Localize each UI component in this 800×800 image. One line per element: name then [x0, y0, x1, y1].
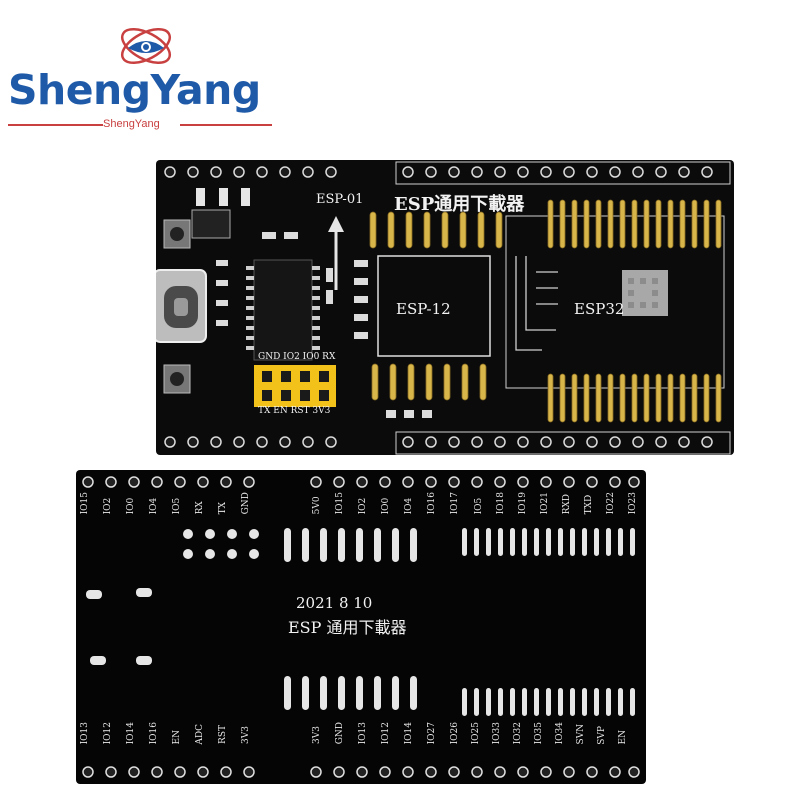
label-esp12: ESP-12: [396, 300, 451, 318]
bottom-pin-labels-mid: 3V3 GND IO13 IO12 IO14 IO27: [312, 722, 437, 744]
pin-label: ADC: [195, 723, 205, 745]
pin-label: SVP: [597, 725, 607, 745]
pin-label: EN: [172, 729, 182, 745]
pin-label: IO35: [534, 722, 544, 745]
pin-label: EN: [618, 729, 628, 745]
pin-label: IO0: [126, 497, 136, 515]
pin-label: IO5: [172, 497, 182, 515]
pin-label: IO32: [513, 722, 523, 745]
pin-label: IO2: [358, 497, 368, 515]
pin-label: IO15: [335, 492, 345, 515]
pin-label: 3V3: [312, 726, 322, 745]
pin-label: IO13: [358, 722, 368, 745]
pin-label: IO33: [492, 722, 502, 745]
pin-label: RXD: [562, 493, 572, 515]
pin-label: 3V3: [241, 726, 251, 745]
pin-label: RX: [195, 501, 205, 515]
pin-label: IO0: [381, 497, 391, 515]
label-esp32: ESP32: [574, 300, 625, 318]
header-pins-bottom-label: TX EN RST 3V3: [258, 406, 331, 416]
pin-label: IO22: [606, 492, 616, 515]
pin-label: IO17: [450, 492, 460, 515]
pin-label: IO19: [518, 492, 528, 515]
top-pin-labels-left: IO15 IO2 IO0 IO4 IO5 RX TX GND: [80, 492, 251, 514]
top-pcb-board: ESP-01 ESP通用下載器 ESP-12 ESP32 GND IO2 IO0…: [156, 160, 734, 455]
pin-label: IO15: [80, 492, 90, 515]
pin-label: IO13: [80, 722, 90, 745]
pin-label: SVN: [576, 723, 586, 745]
divider: [8, 124, 103, 126]
pin-label: IO16: [149, 722, 159, 745]
pin-label: IO21: [540, 492, 550, 515]
pin-label: IO18: [496, 492, 506, 515]
bottom-pin-labels-right: IO26 IO25 IO33 IO32 IO35 IO34 SVN SVP EN: [450, 722, 628, 744]
pin-label: 5V0: [312, 496, 322, 515]
pin-label: IO14: [404, 722, 414, 745]
pin-label: TX: [218, 501, 228, 515]
divider: [180, 124, 272, 126]
label-date: 2021 8 10: [296, 594, 373, 612]
bottom-pin-labels-left: IO13 IO12 IO14 IO16 EN ADC RST 3V3: [80, 722, 251, 744]
pin-label: RST: [218, 725, 228, 745]
pin-label: IO16: [427, 492, 437, 515]
pin-label: IO23: [628, 492, 638, 515]
pin-label: IO27: [427, 722, 437, 745]
brand-name: ShengYang: [8, 66, 261, 114]
top-pin-labels-right: IO5 IO18 IO19 IO21 RXD TXD IO22 IO23: [474, 492, 638, 514]
top-pin-labels-mid: 5V0 IO15 IO2 IO0 IO4 IO16 IO17: [312, 492, 460, 514]
label-board-title: ESP通用下載器: [394, 194, 525, 215]
pin-label: IO5: [474, 497, 484, 515]
pin-label: IO25: [471, 722, 481, 745]
brand-logo-icon: [120, 27, 172, 65]
label-board-title: ESP 通用下載器: [288, 618, 407, 637]
pin-label: GND: [335, 722, 345, 745]
label-esp01: ESP-01: [316, 192, 364, 207]
top-pcb-drawing: [156, 161, 731, 455]
pin-label: IO12: [381, 722, 391, 745]
pin-label: IO12: [103, 722, 113, 745]
pin-label: TXD: [584, 494, 594, 515]
pin-label: IO26: [450, 722, 460, 745]
bottom-pcb-drawing: [82, 476, 640, 778]
pin-label: IO4: [404, 497, 414, 515]
pin-label: GND: [241, 492, 251, 515]
pin-label: IO34: [555, 722, 565, 745]
pin-label: IO2: [103, 497, 113, 515]
brand-subtitle: ShengYang: [103, 118, 160, 130]
header-pins-top-label: GND IO2 IO0 RX: [258, 352, 336, 362]
pin-label: IO14: [126, 722, 136, 745]
bottom-pcb-board: 2021 8 10 ESP 通用下載器 IO15 IO2 IO0 IO4 IO5…: [76, 470, 646, 784]
pin-label: IO4: [149, 497, 159, 515]
